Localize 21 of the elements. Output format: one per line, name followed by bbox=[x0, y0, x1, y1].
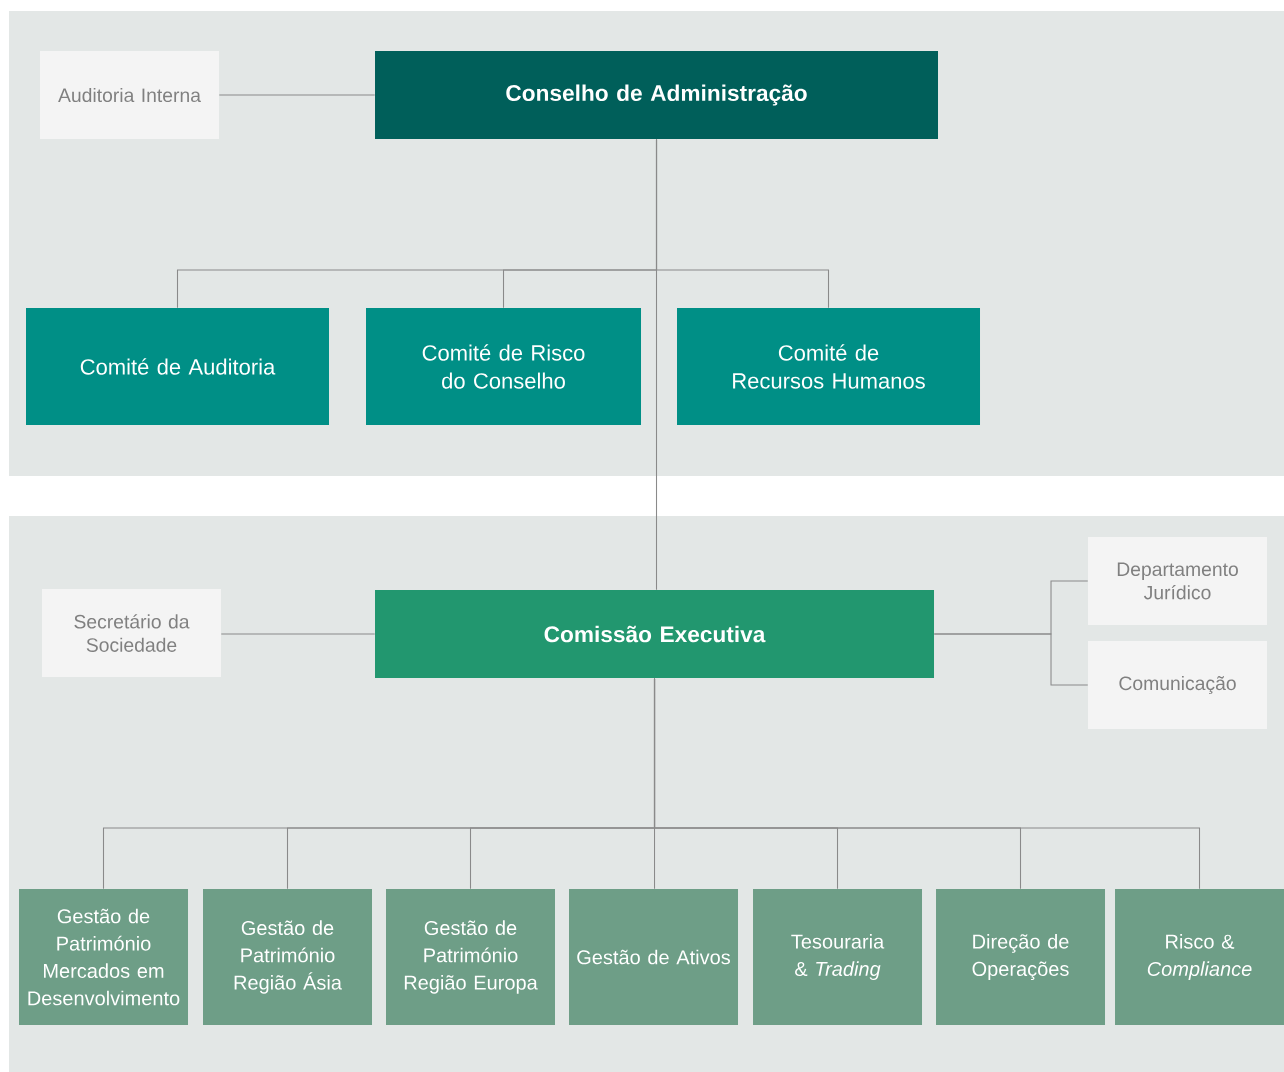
executive-box: Comissão Executiva bbox=[375, 590, 934, 678]
committee-box: Comité de Risco do Conselho bbox=[366, 308, 641, 425]
connector-line bbox=[655, 138, 658, 591]
connector-line bbox=[218, 94, 376, 96]
department-box: Gestão de Património Mercados em Desenvolvimento bbox=[19, 889, 188, 1025]
department-box: Direção de Operações bbox=[936, 889, 1105, 1025]
department-box: Risco & Compliance bbox=[1115, 889, 1284, 1025]
board-box: Conselho de Administração bbox=[375, 51, 938, 139]
committee-box: Comité de Auditoria bbox=[26, 308, 329, 425]
department-box: Tesouraria & Trading bbox=[753, 889, 922, 1025]
side-box: Departamento Jurídico bbox=[1088, 537, 1267, 625]
committee-box: Comité de Recursos Humanos bbox=[677, 308, 980, 425]
side-box: Comunicação bbox=[1088, 641, 1267, 729]
department-box: Gestão de Património Região Europa bbox=[386, 889, 555, 1025]
department-box: Gestão de Património Região Ásia bbox=[203, 889, 372, 1025]
department-box: Gestão de Ativos bbox=[569, 889, 738, 1025]
side-box: Auditoria Interna bbox=[40, 51, 219, 139]
side-box: Secretário da Sociedade bbox=[42, 589, 221, 677]
connector-line bbox=[220, 633, 376, 635]
connector-line bbox=[653, 677, 1201, 890]
connector-line bbox=[933, 633, 1089, 686]
